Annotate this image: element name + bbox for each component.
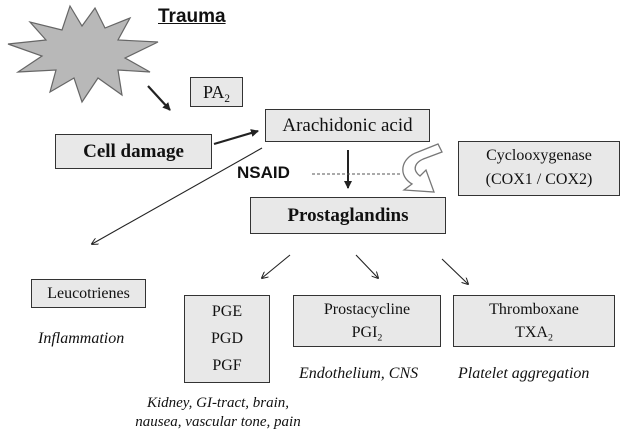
endothelium-label: Endothelium, CNS: [299, 365, 419, 382]
cyclooxygenase-line1: Cyclooxygenase: [486, 147, 592, 164]
thromboxane-line1: Thromboxane: [489, 301, 579, 318]
nsaid-label: NSAID: [237, 163, 290, 182]
arrow-trauma-to-cell-damage: [147, 85, 171, 111]
cyclooxygenase-line2: (COX1 / COX2): [485, 171, 593, 188]
leucotrienes-box: Leucotrienes: [31, 279, 146, 308]
arrow-cell-damage-to-arachidonic: [213, 129, 259, 146]
pgi2-sub: 2: [377, 332, 383, 344]
pa2-main: PA: [203, 82, 225, 102]
arachidonic-acid-box: Arachidonic acid: [265, 109, 430, 142]
pa2-sub: 2: [224, 92, 230, 105]
txa2-main: TXA: [515, 324, 548, 341]
prostacycline-box: Prostacycline PGI2: [293, 295, 441, 347]
trauma-label: Trauma: [158, 6, 226, 27]
prostaglandins-box: Prostaglandins: [250, 197, 446, 234]
cyclooxygenase-box: Cyclooxygenase (COX1 / COX2): [458, 141, 620, 196]
thromboxane-box: Thromboxane TXA2: [453, 295, 615, 347]
pg-item: PGF: [212, 357, 242, 374]
pg-item: PGD: [210, 330, 243, 347]
arrow-to-leucotrienes: [92, 147, 263, 244]
kidney-label: Kidney, GI-tract, brain, nausea, vascula…: [118, 394, 318, 432]
pg-group-box: PGE PGD PGF: [184, 295, 270, 383]
arrow-to-prostacycline: [355, 254, 378, 278]
arrow-to-thromboxane: [441, 258, 468, 284]
platelet-label: Platelet aggregation: [458, 365, 590, 382]
inflammation-label: Inflammation: [38, 330, 125, 347]
pg-item: PGE: [211, 303, 243, 320]
pa2-box: PA2: [190, 77, 243, 107]
cell-damage-box: Cell damage: [55, 134, 212, 169]
txa2-sub: 2: [547, 332, 553, 344]
prostacycline-line1: Prostacycline: [323, 301, 411, 318]
cyclooxygenase-curved-arrow-icon: [402, 143, 443, 193]
arrow-to-pg-group: [262, 254, 291, 278]
kidney-line2: nausea, vascular tone, pain: [135, 414, 301, 430]
kidney-line1: Kidney, GI-tract, brain,: [146, 395, 290, 411]
trauma-starburst-icon: [7, 4, 159, 104]
pgi2-main: PGI: [351, 324, 378, 341]
